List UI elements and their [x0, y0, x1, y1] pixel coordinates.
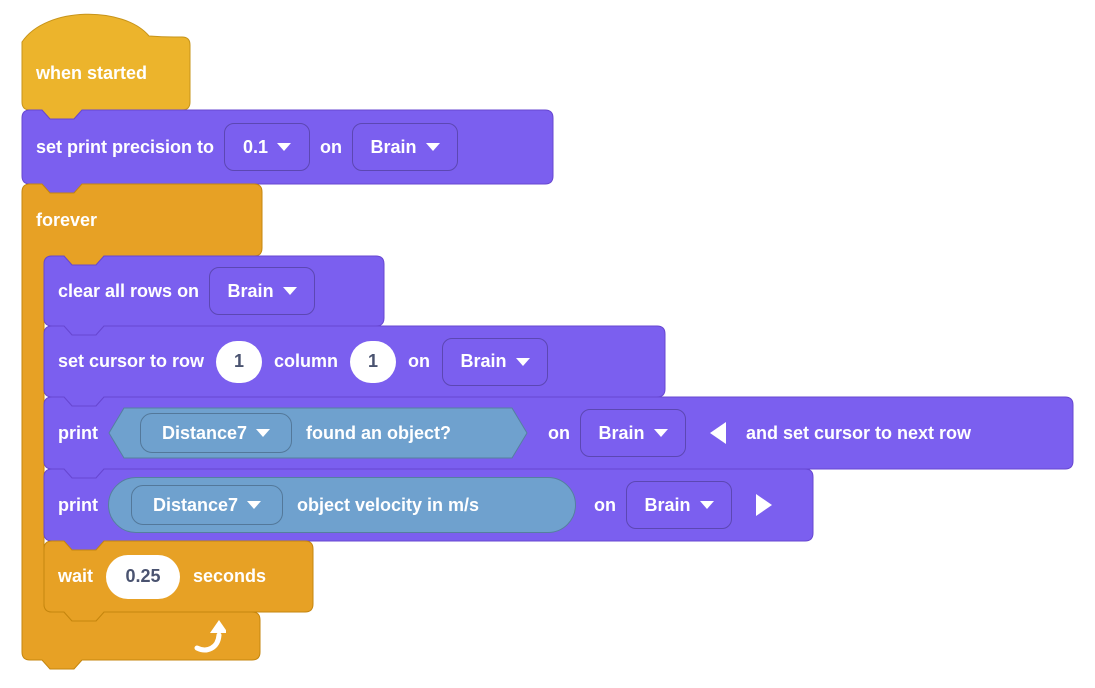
on-label: on — [320, 136, 343, 157]
loop-arrow-icon — [194, 620, 226, 653]
dropdown-caret-icon — [256, 429, 271, 437]
set-print-precision-block[interactable]: set print precision to 0.1 on Brain — [21, 109, 554, 194]
column-label: column — [274, 351, 339, 371]
distance-object-velocity-reporter[interactable]: Distance7 object velocity in m/s — [108, 477, 576, 533]
set-cursor-label: set cursor to row — [58, 351, 205, 371]
when-started-label: when started — [36, 63, 148, 83]
brain-dropdown[interactable]: Brain — [352, 123, 459, 171]
boolean-hexagon-shape — [108, 407, 528, 459]
set-cursor-block[interactable]: set cursor to row 1 column 1 on Brain — [43, 325, 666, 407]
precision-dropdown[interactable]: 0.1 — [224, 123, 311, 171]
seconds-label: seconds — [193, 566, 267, 586]
brain-dropdown[interactable]: Brain — [442, 337, 549, 386]
print-label: print — [58, 422, 98, 443]
on-label: on — [594, 494, 616, 515]
print-boolean-block[interactable]: print Distance7 found an object? on Brai… — [43, 396, 1074, 479]
dropdown-caret-icon — [247, 501, 262, 509]
found-object-label: found an object? — [306, 422, 451, 443]
expand-right-icon[interactable] — [756, 494, 772, 516]
object-velocity-label: object velocity in m/s — [297, 494, 480, 515]
collapse-left-icon[interactable] — [710, 422, 726, 444]
set-print-precision-label: set print precision to — [36, 136, 215, 157]
wait-label: wait — [58, 566, 94, 586]
distance-found-object-boolean[interactable]: Distance7 found an object? — [108, 407, 528, 459]
device-value: Brain — [460, 351, 507, 371]
dropdown-caret-icon — [425, 143, 440, 151]
clear-all-rows-block[interactable]: clear all rows on Brain — [43, 255, 385, 336]
wait-time-input[interactable]: 0.25 — [106, 554, 181, 599]
when-started-block[interactable]: when started — [21, 13, 191, 120]
brain-dropdown[interactable]: Brain — [626, 481, 732, 529]
distance-sensor-dropdown[interactable]: Distance7 — [131, 485, 283, 525]
print-label: print — [58, 494, 98, 515]
precision-value: 0.1 — [243, 136, 269, 157]
distance-sensor-dropdown[interactable]: Distance7 — [140, 413, 292, 453]
row-input[interactable]: 1 — [216, 340, 263, 383]
on-label: on — [408, 351, 431, 371]
sensor-value: Distance7 — [152, 494, 239, 515]
block-shell — [21, 109, 554, 194]
on-label: on — [548, 422, 570, 443]
print-reporter-block[interactable]: print Distance7 object velocity in m/s o… — [43, 468, 814, 551]
column-input[interactable]: 1 — [350, 340, 397, 383]
forever-label: forever — [36, 209, 98, 230]
brain-dropdown[interactable]: Brain — [580, 409, 686, 457]
brain-dropdown[interactable]: Brain — [209, 267, 316, 315]
dropdown-caret-icon — [699, 501, 714, 509]
device-value: Brain — [598, 422, 645, 443]
device-value: Brain — [370, 136, 417, 157]
set-cursor-next-row-label: and set cursor to next row — [746, 422, 972, 443]
dropdown-caret-icon — [282, 287, 297, 295]
device-value: Brain — [644, 494, 691, 515]
dropdown-caret-icon — [515, 357, 530, 366]
wait-block[interactable]: wait 0.25 seconds — [43, 540, 314, 622]
device-value: Brain — [227, 280, 274, 301]
sensor-value: Distance7 — [161, 422, 248, 443]
forever-block[interactable]: forever — [21, 183, 263, 670]
dropdown-caret-icon — [653, 429, 668, 437]
dropdown-caret-icon — [277, 143, 292, 151]
clear-all-rows-label: clear all rows on — [58, 280, 200, 301]
